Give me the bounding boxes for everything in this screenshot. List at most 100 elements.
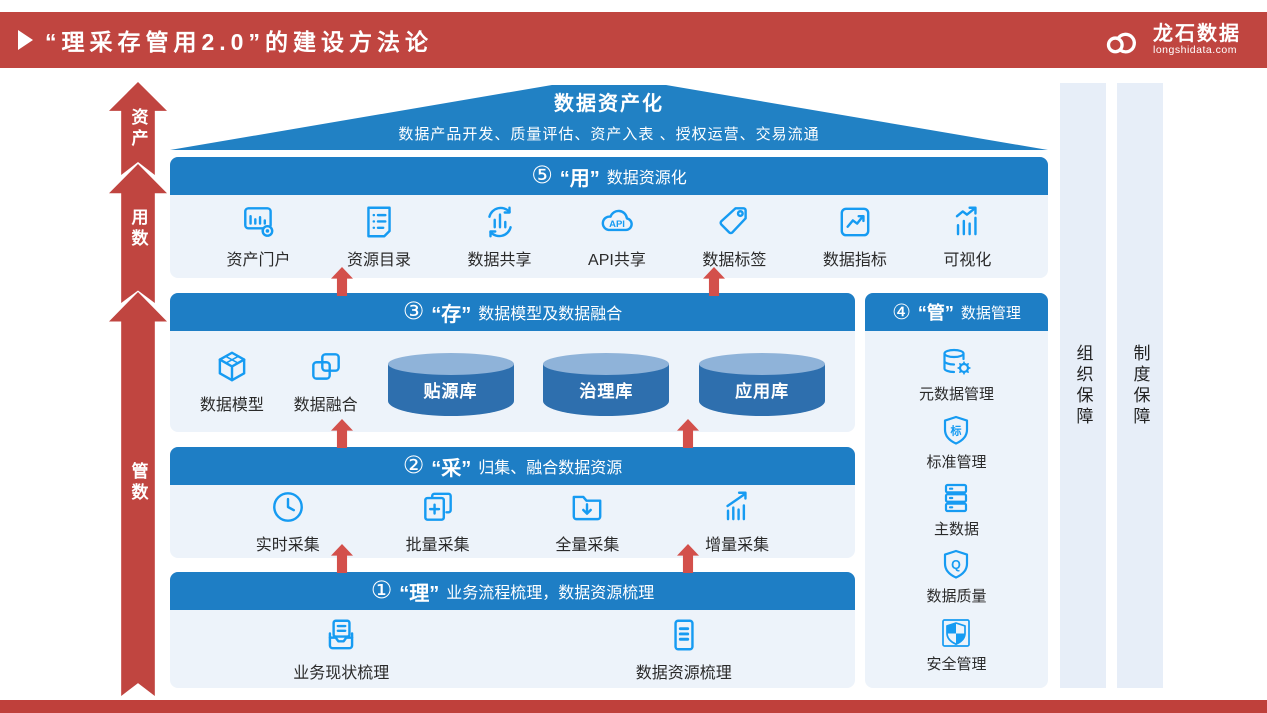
item-label: 数据标签 [702, 252, 767, 269]
data-merge-icon [311, 353, 340, 380]
item-label: 资源目录 [347, 252, 412, 269]
item-label: 可视化 [943, 252, 992, 269]
item-visualization: 可视化 [943, 203, 991, 270]
business-sort-icon [328, 619, 354, 649]
side-arrow-label: 用数 [128, 208, 148, 250]
svg-text:Q: Q [952, 558, 962, 572]
item-data-quality: Q 数据质量 [926, 547, 987, 606]
footer-bar [0, 700, 1267, 713]
side-arrow-asset: 资产 [109, 82, 167, 175]
standard-icon: 标 [944, 415, 969, 445]
item-label: 安全管理 [926, 655, 987, 673]
item-business-sort: 业务现状梳理 [293, 616, 389, 683]
layer-use-header: ⑤ “用” 数据资源化 [170, 157, 1048, 195]
database-label: 治理库 [579, 382, 634, 401]
data-quality-icon: Q [944, 550, 969, 579]
layer-store-header: ③ “存” 数据模型及数据融合 [170, 293, 855, 331]
resource-catalog-icon [367, 206, 391, 238]
item-label: 增量采集 [705, 537, 770, 554]
batch-collect-icon [423, 492, 452, 521]
item-label: 数据质量 [926, 588, 987, 606]
item-full-collect: 全量采集 [555, 488, 619, 555]
layer-badge: ④ [892, 300, 911, 324]
api-share-icon: API [601, 209, 633, 232]
item-master-data: 主数据 [934, 480, 979, 539]
layer-govern-header: ④ “管” 数据管理 [865, 293, 1048, 331]
layer-collect: ② “采” 归集、融合数据资源 实时采集 批量采集 [170, 447, 855, 558]
layer-badge: ② [402, 452, 425, 479]
roof-subtitle: 数据产品开发、质量评估、资产入表 、授权运营、交易流通 [398, 126, 820, 143]
item-label: 数据模型 [199, 397, 264, 414]
layer-badge: ⑤ [531, 162, 553, 189]
master-data-icon [945, 483, 968, 513]
data-sort-icon [674, 619, 694, 650]
item-data-metric: 数据指标 [823, 203, 887, 270]
database-label: 应用库 [735, 382, 790, 401]
layer-term: “管” [917, 303, 954, 323]
layer-comb-items: 业务现状梳理 数据资源梳理 [170, 610, 855, 688]
item-label: 数据指标 [822, 252, 887, 269]
side-arrow-label: 管数 [128, 462, 148, 504]
roof-title: 数据资产化 [554, 93, 664, 115]
layer-collect-header: ② “采” 归集、融合数据资源 [170, 447, 855, 485]
pillar-label: 组织保障 [1073, 343, 1093, 428]
item-data-sort: 数据资源梳理 [636, 616, 732, 683]
realtime-collect-icon [272, 492, 303, 522]
pillar-organization: 组织保障 [1060, 83, 1106, 688]
item-metadata: 元数据管理 [919, 345, 994, 404]
item-label: 标准管理 [926, 453, 987, 471]
item-label: 业务现状梳理 [293, 664, 390, 682]
item-data-share: 数据共享 [468, 203, 532, 270]
database-label: 贴源库 [423, 382, 478, 401]
title-bar: “理采存管用2.0”的建设方法论 龙石数据 longshidata.com [0, 12, 1267, 68]
cloud-swirl-logo-icon [1106, 32, 1136, 53]
play-triangle-icon [18, 30, 33, 50]
roof-data-assetization: 数据资产化 数据产品开发、质量评估、资产入表 、授权运营、交易流通 [170, 85, 1048, 150]
item-resource-catalog: 资源目录 [347, 203, 411, 270]
asset-portal-icon [243, 207, 273, 237]
database-governed-layer: 治理库 [543, 352, 670, 416]
svg-text:API: API [609, 219, 625, 230]
layer-collect-items: 实时采集 批量采集 全量采集 [170, 485, 855, 558]
data-tag-icon [719, 207, 748, 235]
database-source-layer: 贴源库 [387, 352, 514, 416]
item-security: 安全管理 [926, 615, 987, 674]
layer-term: “存” [431, 303, 472, 326]
layer-title: 归集、融合数据资源 [478, 460, 623, 477]
data-share-icon [487, 206, 512, 238]
side-arrow-manage-data: 管数 [109, 292, 167, 696]
layer-use-items: 资产门户 资源目录 数据共享 API [170, 195, 1048, 278]
layer-store: ③ “存” 数据模型及数据融合 数据模型 数据融合 贴源 [170, 293, 855, 432]
layer-term: “用” [559, 167, 600, 190]
security-icon [942, 618, 971, 647]
visualization-icon [956, 206, 978, 236]
database-application-layer: 应用库 [699, 352, 826, 416]
side-arrow-label: 资产 [128, 108, 148, 150]
item-label: 全量采集 [555, 537, 620, 554]
full-collect-icon [572, 495, 602, 521]
item-label: 元数据管理 [918, 386, 994, 404]
layer-badge: ③ [402, 298, 425, 325]
side-arrow-use-data: 用数 [109, 164, 167, 303]
layer-title: 数据资源化 [606, 170, 687, 187]
logo-name: 龙石数据 [1153, 22, 1241, 45]
item-label: 数据资源梳理 [635, 664, 732, 682]
layer-store-items: 数据模型 数据融合 贴源库 治理库 应用库 [170, 331, 855, 432]
item-label: 数据共享 [467, 252, 532, 269]
item-label: 数据融合 [293, 397, 358, 414]
item-asset-portal: 资产门户 [227, 203, 291, 270]
layer-title: 数据模型及数据融合 [478, 306, 623, 323]
layer-title: 业务流程梳理，数据资源梳理 [446, 585, 655, 602]
pillar-institution: 制度保障 [1117, 83, 1163, 688]
layer-term: “采” [431, 457, 472, 480]
svg-text:标: 标 [950, 423, 962, 437]
layer-term: “理” [399, 582, 440, 605]
item-standard: 标 标准管理 [926, 413, 987, 472]
logo-domain: longshidata.com [1153, 43, 1237, 56]
pillar-label: 制度保障 [1130, 343, 1150, 428]
layer-comb: ① “理” 业务流程梳理，数据资源梳理 业务现状梳理 数据资源梳理 [170, 572, 855, 688]
layer-use: ⑤ “用” 数据资源化 资产门户 资源目录 [170, 157, 1048, 278]
logo: 龙石数据 longshidata.com [1101, 12, 1241, 68]
layer-badge: ① [370, 577, 393, 604]
